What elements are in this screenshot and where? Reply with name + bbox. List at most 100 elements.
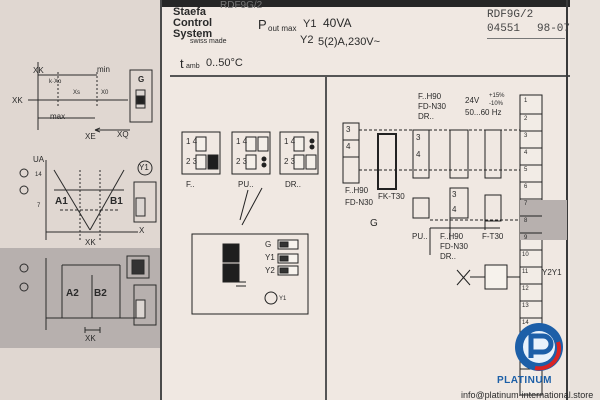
power-sub: out max xyxy=(268,24,297,33)
f-h90-bottom: F..H90 xyxy=(440,232,464,241)
led-y2-label: Y2 xyxy=(265,266,275,275)
y2-value: 5(2)A,230V~ xyxy=(318,36,381,48)
terminal-13: 13 xyxy=(522,303,529,309)
y14-label: 14 xyxy=(35,172,42,178)
ua-label: UA xyxy=(33,155,45,164)
stamp-date: 98-07 xyxy=(537,23,571,35)
a1-label: A1 xyxy=(55,196,68,207)
min-label: min xyxy=(97,65,110,74)
fd-n30-left: FD-N30 xyxy=(345,198,374,207)
brand-line-3: System xyxy=(173,28,213,40)
x0-label: X0 xyxy=(101,90,109,96)
left-num-5: 3 xyxy=(452,190,457,199)
y7-label: 7 xyxy=(37,203,41,209)
f-h90-left: F..H90 xyxy=(345,186,369,195)
temp-value: 0..50°C xyxy=(206,57,243,69)
left-border xyxy=(160,0,162,400)
led-g-label: G xyxy=(265,240,272,249)
temp-sub: amb xyxy=(186,63,200,70)
x-axis-label: X xyxy=(139,226,145,235)
y1-circle-label: Y1 xyxy=(139,163,149,172)
fd-n30-top: FD-N30 xyxy=(418,102,447,111)
led-y1-label: Y1 xyxy=(265,253,275,262)
k-xo-label: k·Xo xyxy=(49,79,62,85)
stamp-serial: 04551 xyxy=(487,23,521,35)
xk-bottom-label: XK xyxy=(85,334,96,343)
xq-label: XQ xyxy=(117,130,129,139)
terminal-8: 8 xyxy=(524,218,528,224)
switch-3-bottom-num: 2 3 xyxy=(284,157,296,166)
main-sheet xyxy=(160,0,570,400)
frequency: 50...60 Hz xyxy=(465,108,502,117)
middle-divider xyxy=(325,75,327,400)
brand-line-1: Staefa xyxy=(173,6,207,18)
b1-label: B1 xyxy=(110,196,123,207)
xk-label-top: XK xyxy=(33,66,44,75)
g-right-label: G xyxy=(370,218,378,229)
left-middle-diagram xyxy=(19,160,157,240)
terminal-3: 3 xyxy=(524,133,528,139)
brand-line-2: Control xyxy=(173,17,213,29)
fd-n30-bottom: FD-N30 xyxy=(440,242,469,251)
power-value: 40VA xyxy=(323,16,352,30)
terminal-4: 4 xyxy=(524,150,528,156)
f-t30-label: F-T30 xyxy=(482,232,504,241)
left-num-3: 3 xyxy=(416,133,421,142)
fk-t30-label: FK-T30 xyxy=(378,192,405,201)
xs-label: Xs xyxy=(73,90,81,96)
left-bottom-diagram xyxy=(19,255,157,333)
stamp-code: RDF9G/2 xyxy=(487,9,534,21)
max-label: max xyxy=(50,112,66,121)
top-border xyxy=(160,0,570,7)
switch-label-pu: PU.. xyxy=(238,180,254,189)
terminal-12: 12 xyxy=(522,286,529,292)
g-label: G xyxy=(138,75,145,84)
model-label: RDF9G/2 xyxy=(220,0,263,11)
y2-label: Y2 xyxy=(300,34,314,46)
switch-2-top-num: 1 4 xyxy=(236,137,248,146)
terminal-6: 6 xyxy=(524,184,528,190)
switch-1-top-num: 1 4 xyxy=(186,137,198,146)
power-y1: Y1 xyxy=(303,18,317,30)
b2-label: B2 xyxy=(94,288,107,299)
header-divider xyxy=(170,75,570,77)
power-label: P xyxy=(258,17,267,32)
terminal-7: 7 xyxy=(524,201,528,207)
swiss-made: swiss made xyxy=(190,38,227,45)
brand-block: Staefa Control System xyxy=(173,7,212,40)
a2-label: A2 xyxy=(66,288,79,299)
left-num-4: 4 xyxy=(416,150,421,159)
terminal-5: 5 xyxy=(524,167,528,173)
left-num-6: 4 xyxy=(452,205,457,214)
terminal-1: 1 xyxy=(524,98,528,104)
xe-label: XE xyxy=(85,132,96,141)
y1-knob-label: Y1 xyxy=(279,296,287,302)
terminal-10: 10 xyxy=(522,252,529,258)
dr-top: DR.. xyxy=(418,112,434,121)
voltage-tol-plus: +15% xyxy=(489,93,505,99)
voltage-tol-minus: -10% xyxy=(489,101,504,107)
logo-brand-text: PLATINUM xyxy=(497,375,552,386)
switch-blocks xyxy=(181,131,319,175)
dr-bottom: DR.. xyxy=(440,252,456,261)
xk-label-left: XK xyxy=(12,96,23,105)
contact-text: info@platinum-international.store xyxy=(461,390,594,400)
terminal-2: 2 xyxy=(524,116,528,122)
pu-label: PU.. xyxy=(412,232,428,241)
left-top-diagram xyxy=(28,62,153,133)
left-num-2: 4 xyxy=(346,142,351,151)
switch-label-dr: DR.. xyxy=(285,180,301,189)
left-num-1: 3 xyxy=(346,125,351,134)
stamp-rule xyxy=(487,38,565,39)
voltage: 24V xyxy=(465,96,480,105)
switch-3-top-num: 1 4 xyxy=(284,137,296,146)
device-panel xyxy=(191,187,309,315)
switch-label-f: F.. xyxy=(186,180,195,189)
terminal-14: 14 xyxy=(522,320,529,326)
switch-2-bottom-num: 2 3 xyxy=(236,157,248,166)
terminal-9: 9 xyxy=(524,235,528,241)
platinum-logo xyxy=(505,312,585,390)
f-h90-top: F..H90 xyxy=(418,92,442,101)
